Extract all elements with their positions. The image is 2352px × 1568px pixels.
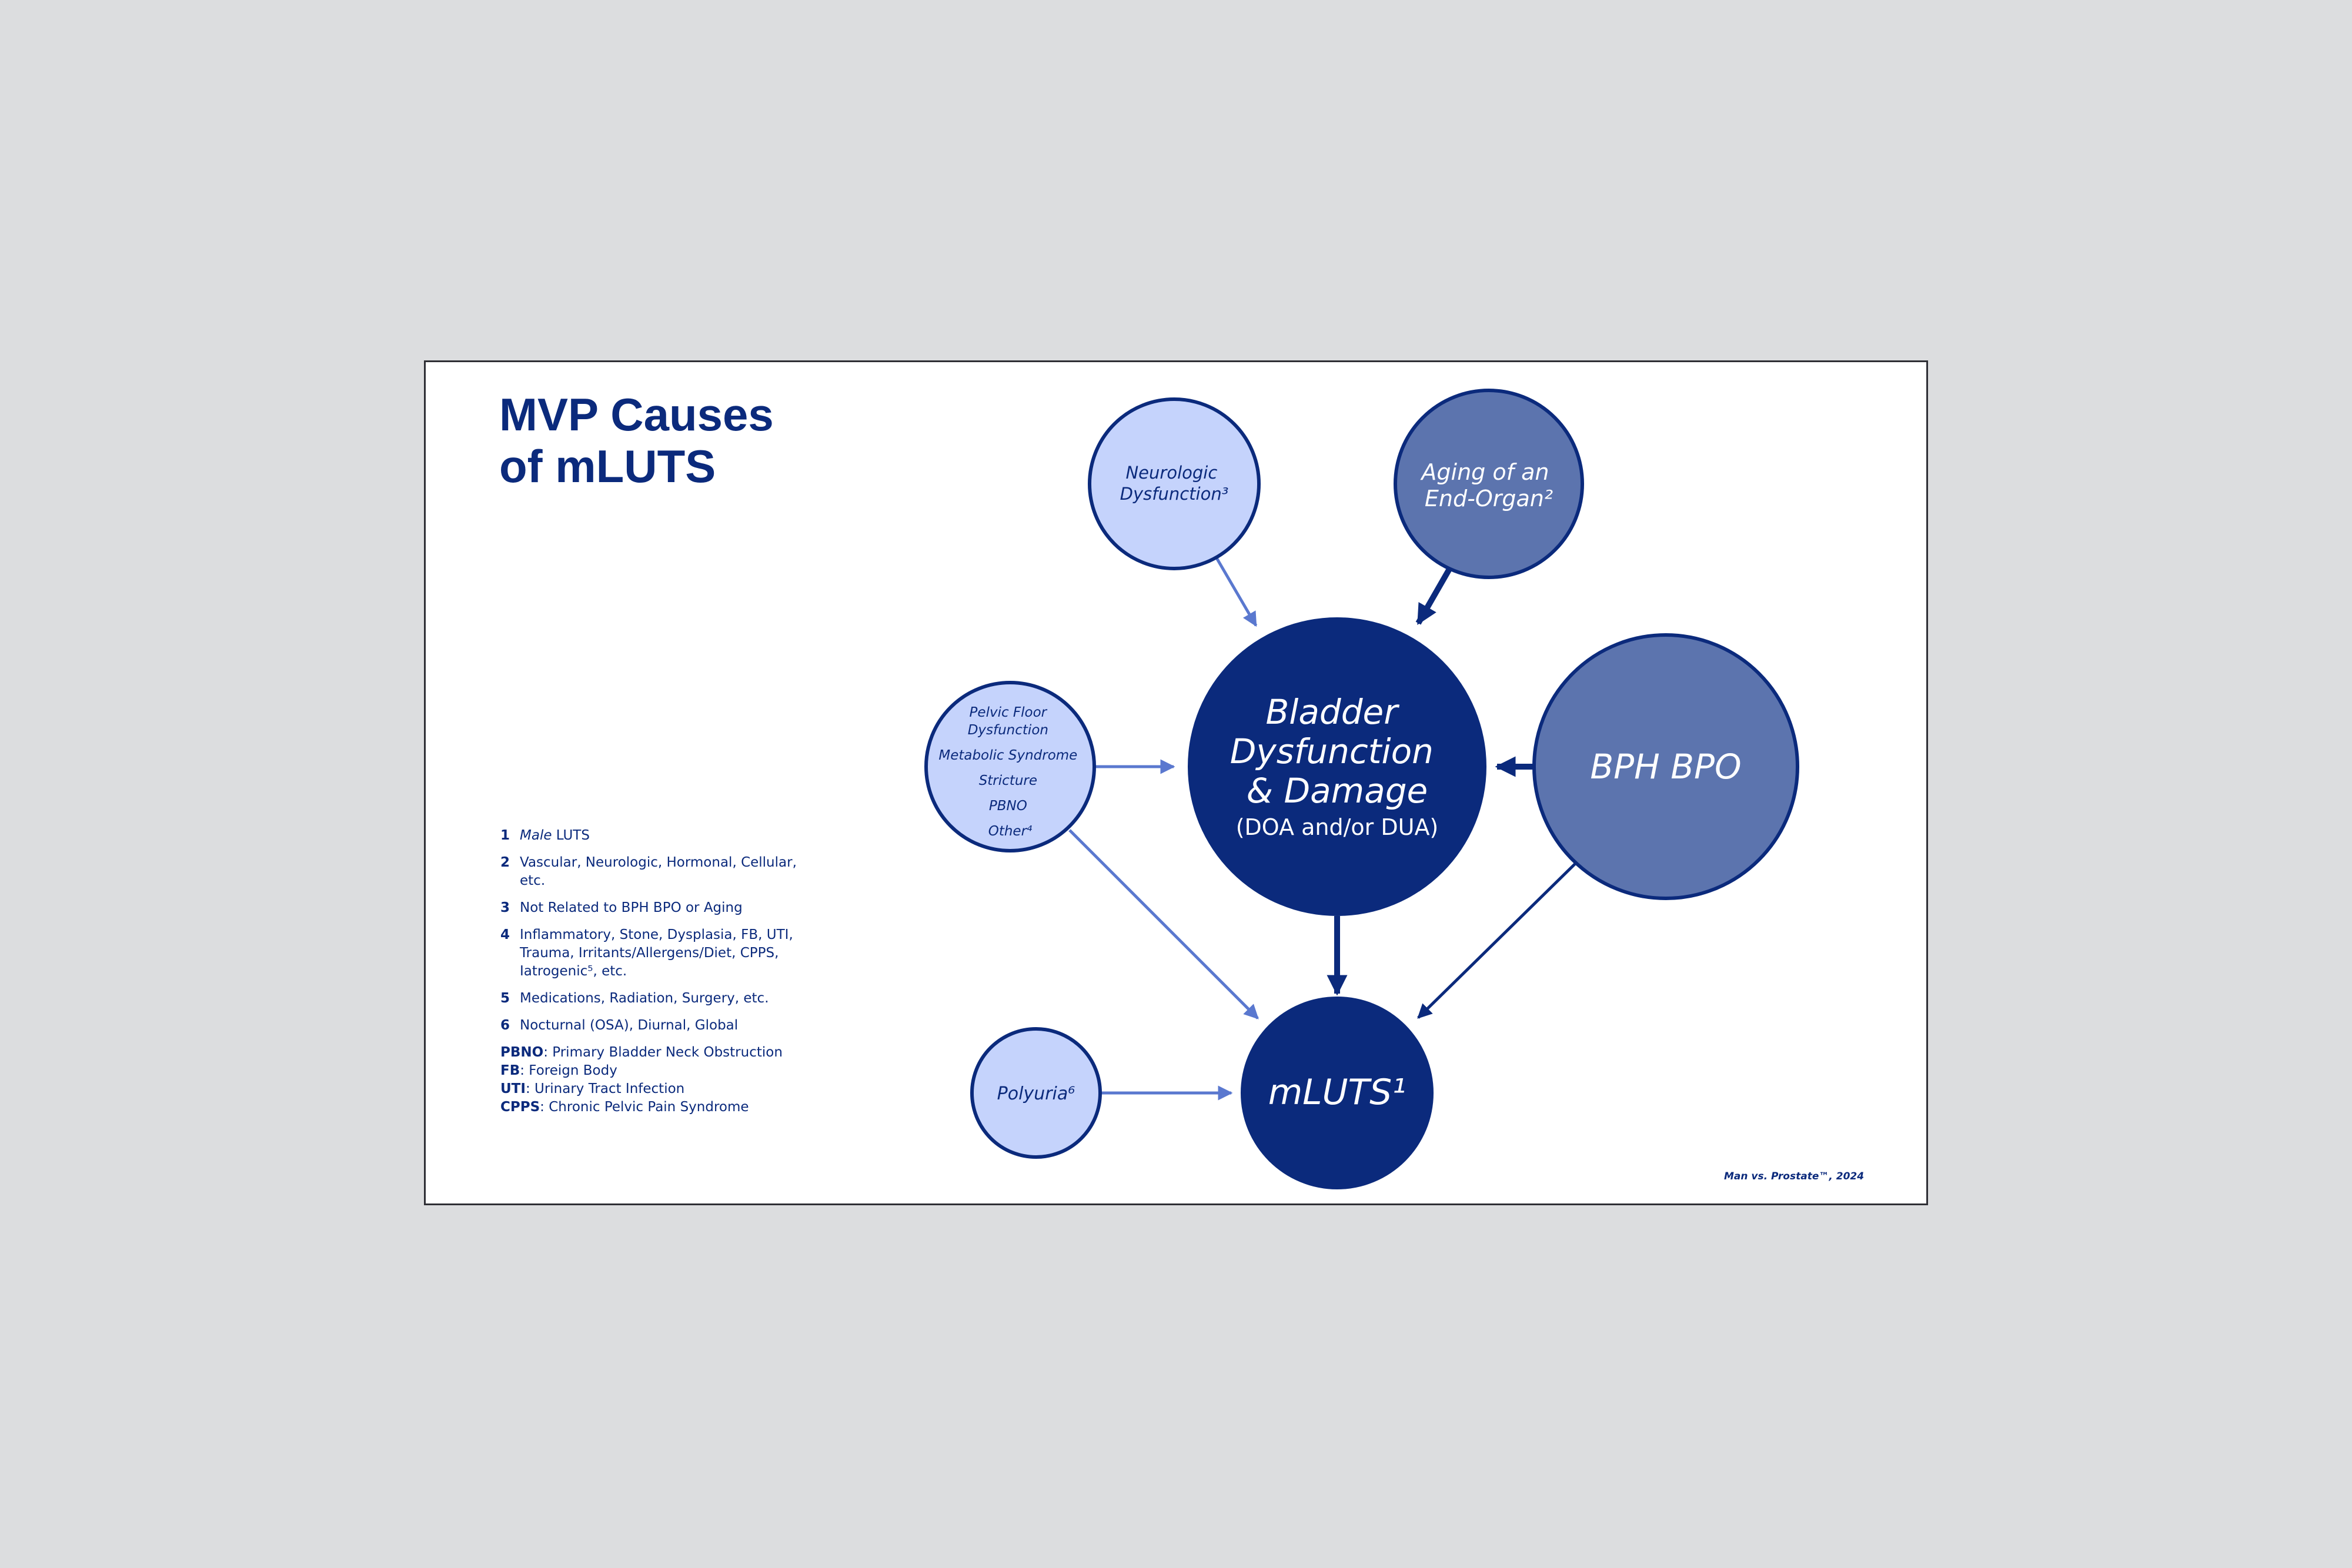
node-bph-bpo: BPH BPO <box>1532 633 1799 900</box>
aging-line-2: End-Organ² <box>1425 486 1553 511</box>
abbreviation-term: CPPS <box>500 1099 540 1115</box>
footnote-number: 2 <box>500 855 510 870</box>
abbreviation-def: : Urinary Tract Infection <box>525 1081 685 1096</box>
footnote-1: 1 Male LUTS <box>500 827 806 845</box>
mluts-label: mLUTS¹ <box>1268 1072 1406 1113</box>
abbreviation-term: FB <box>500 1063 520 1078</box>
abbreviation-fb: FB: Foreign Body <box>500 1062 806 1080</box>
bladder-line-1: Bladder <box>1265 692 1399 732</box>
pelvic-item-5: PBNO <box>989 798 1027 814</box>
footnote-text: Vascular, Neurologic, Hormonal, Cellular… <box>520 855 797 888</box>
pelvic-item-2: Dysfunction <box>968 723 1048 738</box>
footnote-3: 3 Not Related to BPH BPO or Aging <box>500 899 806 917</box>
pelvic-item-6: Other⁴ <box>988 824 1033 839</box>
abbreviation-def: : Foreign Body <box>520 1063 617 1078</box>
bladder-line-3: & Damage <box>1247 771 1428 811</box>
node-bladder-dysfunction: Bladder Dysfunction & Damage (DOA and/or… <box>1188 617 1486 916</box>
footnote-number: 1 <box>500 828 510 843</box>
node-polyuria: Polyuria⁶ <box>970 1027 1102 1159</box>
footnote-6: 6 Nocturnal (OSA), Diurnal, Global <box>500 1017 806 1035</box>
arrow-bph-to-mluts <box>1417 862 1577 1019</box>
neurologic-line-2: Dysfunction³ <box>1120 484 1229 504</box>
title-line-1: MVP Causes <box>499 389 774 440</box>
abbreviation-term: PBNO <box>500 1045 544 1060</box>
footnote-text: LUTS <box>552 828 590 843</box>
bph-label: BPH BPO <box>1590 747 1741 787</box>
abbreviation-pbno: PBNO: Primary Bladder Neck Obstruction <box>500 1044 806 1062</box>
footnotes: 1 Male LUTS 2 Vascular, Neurologic, Horm… <box>500 827 806 1116</box>
credit-line: Man vs. Prostate™, 2024 <box>1724 1171 1865 1182</box>
footnote-text: Not Related to BPH BPO or Aging <box>520 900 743 915</box>
pelvic-item-3: Metabolic Syndrome <box>938 748 1077 763</box>
footnote-2: 2 Vascular, Neurologic, Hormonal, Cellul… <box>500 854 806 890</box>
footnote-5: 5 Medications, Radiation, Surgery, etc. <box>500 989 806 1008</box>
node-pelvic-floor: Pelvic Floor Dysfunction Metabolic Syndr… <box>924 681 1096 852</box>
abbreviation-def: : Chronic Pelvic Pain Syndrome <box>540 1099 749 1115</box>
bladder-subtitle: (DOA and/or DUA) <box>1236 814 1439 840</box>
slide: MVP Causes of mLUTS Neurologic <box>424 360 1928 1205</box>
footnote-text: Medications, Radiation, Surgery, etc. <box>520 991 769 1006</box>
svg-text:Neurologic Dysfunction: Neurologic Dysfunction³ <box>1120 463 1229 504</box>
abbreviation-def: : Primary Bladder Neck Obstruction <box>543 1045 783 1060</box>
arrow-aging-to-bladder <box>1415 566 1453 626</box>
causes-diagram: Neurologic Dysfunction³ Aging of an End-… <box>924 389 1799 1189</box>
arrow-neurologic-to-bladder <box>1215 557 1258 627</box>
pelvic-item-1: Pelvic Floor <box>970 705 1048 720</box>
svg-text:Pelvic Floor Dysfuncti: Pelvic Floor Dysfunction Metabolic Syndr… <box>938 705 1081 839</box>
node-mluts: mLUTS¹ <box>1241 997 1434 1189</box>
neurologic-line-1: Neurologic <box>1125 463 1217 483</box>
pelvic-item-4: Stricture <box>979 773 1037 788</box>
page-title: MVP Causes of mLUTS <box>499 389 774 492</box>
footnote-number: 4 <box>500 927 510 942</box>
aging-line-1: Aging of an <box>1419 459 1549 485</box>
footnote-emphasis: Male <box>520 828 552 843</box>
svg-text:Aging of an End-Organ²: Aging of an End-Organ² <box>1419 459 1556 511</box>
abbreviation-uti: UTI: Urinary Tract Infection <box>500 1080 806 1098</box>
title-line-2: of mLUTS <box>499 440 716 492</box>
footnote-text: Inflammatory, Stone, Dysplasia, FB, UTI,… <box>520 927 793 979</box>
abbreviation-term: UTI <box>500 1081 526 1096</box>
svg-text:Bladder Dysfunction: Bladder Dysfunction & Damage <box>1230 692 1445 811</box>
bladder-line-2: Dysfunction <box>1230 731 1434 771</box>
abbreviation-cpps: CPPS: Chronic Pelvic Pain Syndrome <box>500 1098 806 1116</box>
footnote-text: Nocturnal (OSA), Diurnal, Global <box>520 1018 739 1033</box>
arrow-pelvic-to-mluts <box>1068 829 1259 1019</box>
node-neurologic: Neurologic Dysfunction³ <box>1088 397 1261 570</box>
footnote-number: 6 <box>500 1018 510 1033</box>
footnote-number: 3 <box>500 900 510 915</box>
polyuria-label: Polyuria⁶ <box>997 1084 1075 1104</box>
footnote-4: 4 Inflammatory, Stone, Dysplasia, FB, UT… <box>500 926 806 981</box>
node-aging: Aging of an End-Organ² <box>1394 389 1584 579</box>
footnote-number: 5 <box>500 991 510 1006</box>
